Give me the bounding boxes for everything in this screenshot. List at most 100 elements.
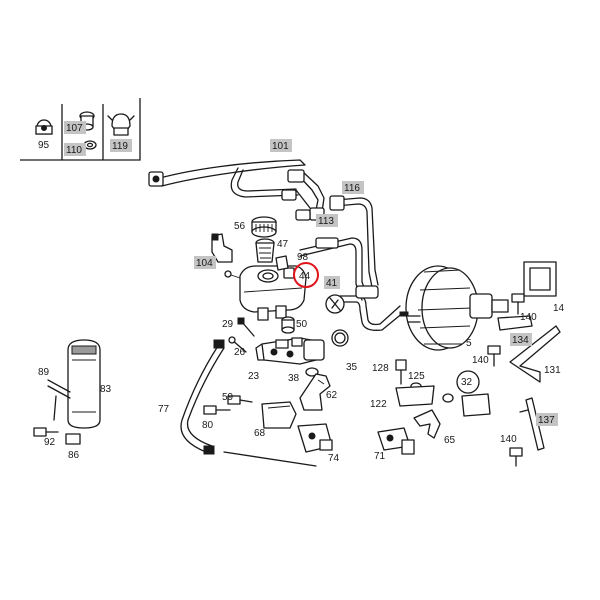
part-32-sensor[interactable] <box>442 370 491 417</box>
label-text-140a: 140 <box>520 312 537 323</box>
master-cylinder[interactable] <box>255 337 325 365</box>
label-part-68[interactable]: 68 <box>254 428 266 439</box>
part-140b-bolt[interactable] <box>487 345 501 367</box>
label-part-35[interactable]: 35 <box>346 362 358 373</box>
label-part-74[interactable]: 74 <box>328 453 340 464</box>
part-14-gasket[interactable] <box>523 261 557 297</box>
part-119-clamp[interactable] <box>107 113 135 136</box>
label-text-128: 128 <box>372 363 389 374</box>
label-shade-110 <box>64 143 86 156</box>
label-part-80[interactable]: 80 <box>202 420 214 431</box>
part-41-tool-symbol[interactable] <box>325 294 345 314</box>
label-part-107[interactable]: 107 <box>64 121 86 134</box>
label-text-101: 101 <box>272 141 289 152</box>
label-part-59[interactable]: 59 <box>222 392 234 403</box>
label-part-14[interactable]: 14 <box>553 303 565 314</box>
part-86-nut[interactable] <box>65 433 81 445</box>
label-part-32[interactable]: 32 <box>461 377 473 388</box>
part-98-line[interactable] <box>299 237 369 301</box>
label-part-110[interactable]: 110 <box>64 143 86 156</box>
part-131-bracket[interactable] <box>509 325 561 383</box>
part-5-brake-booster[interactable] <box>399 265 509 351</box>
part-65-clip[interactable] <box>413 409 441 439</box>
label-part-50[interactable]: 50 <box>296 319 308 330</box>
label-part-26[interactable]: 26 <box>234 347 246 358</box>
label-part-125[interactable]: 125 <box>408 371 425 382</box>
label-part-131[interactable]: 131 <box>544 365 561 376</box>
part-26-bleeder[interactable] <box>228 336 247 353</box>
label-part-113[interactable]: 113 <box>316 214 338 227</box>
part-38-ring[interactable] <box>305 367 319 377</box>
label-part-140a[interactable]: 140 <box>520 312 537 323</box>
part-128-screw[interactable] <box>395 359 407 385</box>
part-122-bracket[interactable] <box>395 385 435 407</box>
label-text-62: 62 <box>326 390 338 401</box>
label-part-38[interactable]: 38 <box>288 373 300 384</box>
part-59-screw[interactable] <box>227 395 253 405</box>
label-part-104[interactable]: 104 <box>194 256 216 269</box>
part-116-line[interactable] <box>329 195 379 288</box>
label-part-86[interactable]: 86 <box>68 450 80 461</box>
label-shade-104 <box>194 256 216 269</box>
label-part-47[interactable]: 47 <box>277 239 289 250</box>
part-68-bracket[interactable] <box>261 401 297 429</box>
label-part-92[interactable]: 92 <box>44 437 56 448</box>
label-shade-134 <box>510 333 532 346</box>
part-140c-bolt[interactable] <box>509 447 523 467</box>
part-134-clip[interactable] <box>497 315 533 331</box>
label-part-77[interactable]: 77 <box>158 404 170 415</box>
hose-end-fitting[interactable] <box>148 171 164 187</box>
part-29-screw[interactable] <box>237 317 255 337</box>
label-part-137[interactable]: 137 <box>536 413 558 426</box>
part-110-washer[interactable] <box>83 140 97 150</box>
label-part-56[interactable]: 56 <box>234 221 246 232</box>
part-77-hose[interactable] <box>180 339 225 455</box>
label-part-140b[interactable]: 140 <box>472 355 489 366</box>
label-part-29[interactable]: 29 <box>222 319 234 330</box>
part-83-accumulator[interactable] <box>67 339 101 429</box>
label-part-83[interactable]: 83 <box>100 384 112 395</box>
label-part-65[interactable]: 65 <box>444 435 456 446</box>
part-92-bolt[interactable] <box>33 427 59 437</box>
part-89-strap[interactable] <box>47 379 71 421</box>
label-part-41[interactable]: 41 <box>324 276 340 289</box>
part-47-strainer[interactable] <box>255 238 275 263</box>
label-part-98[interactable]: 98 <box>297 252 309 263</box>
label-text-83: 83 <box>100 384 112 395</box>
label-text-50: 50 <box>296 319 308 330</box>
label-part-140c[interactable]: 140 <box>500 434 517 445</box>
part-56-cap[interactable] <box>251 216 277 238</box>
label-part-89[interactable]: 89 <box>38 367 50 378</box>
label-shade-119 <box>110 139 132 152</box>
label-shade-101 <box>270 139 292 152</box>
part-35-seal-ring[interactable] <box>331 329 349 347</box>
label-part-116[interactable]: 116 <box>342 181 364 194</box>
brake-line-to-booster[interactable] <box>339 285 405 331</box>
part-71-valve[interactable] <box>377 427 415 455</box>
label-part-23[interactable]: 23 <box>248 371 260 382</box>
label-part-134[interactable]: 134 <box>510 333 532 346</box>
label-part-62[interactable]: 62 <box>326 390 338 401</box>
part-140a-bolt[interactable] <box>511 293 525 315</box>
label-part-101[interactable]: 101 <box>270 139 292 152</box>
label-part-71[interactable]: 71 <box>374 451 386 462</box>
part-50-grommet[interactable] <box>281 316 295 334</box>
label-part-5[interactable]: 5 <box>466 338 472 349</box>
part-44-fluid-reservoir[interactable] <box>224 255 307 321</box>
part-104-bracket[interactable] <box>211 233 233 263</box>
part-95-clip[interactable] <box>35 119 53 135</box>
highlight-ring-44 <box>293 262 319 288</box>
label-part-44[interactable]: 44 <box>299 271 311 282</box>
label-part-122[interactable]: 122 <box>370 399 387 410</box>
part-101-vacuum-line[interactable] <box>159 159 325 219</box>
part-74-pressure-switch[interactable] <box>223 423 333 467</box>
label-text-95: 95 <box>38 140 50 151</box>
label-part-95[interactable]: 95 <box>38 140 50 151</box>
label-part-119[interactable]: 119 <box>110 139 132 152</box>
part-137-bracket[interactable] <box>519 397 545 451</box>
label-part-128[interactable]: 128 <box>372 363 389 374</box>
part-62-bracket[interactable] <box>299 373 331 411</box>
part-80-bolt[interactable] <box>203 405 231 415</box>
label-text-119: 119 <box>112 141 128 152</box>
